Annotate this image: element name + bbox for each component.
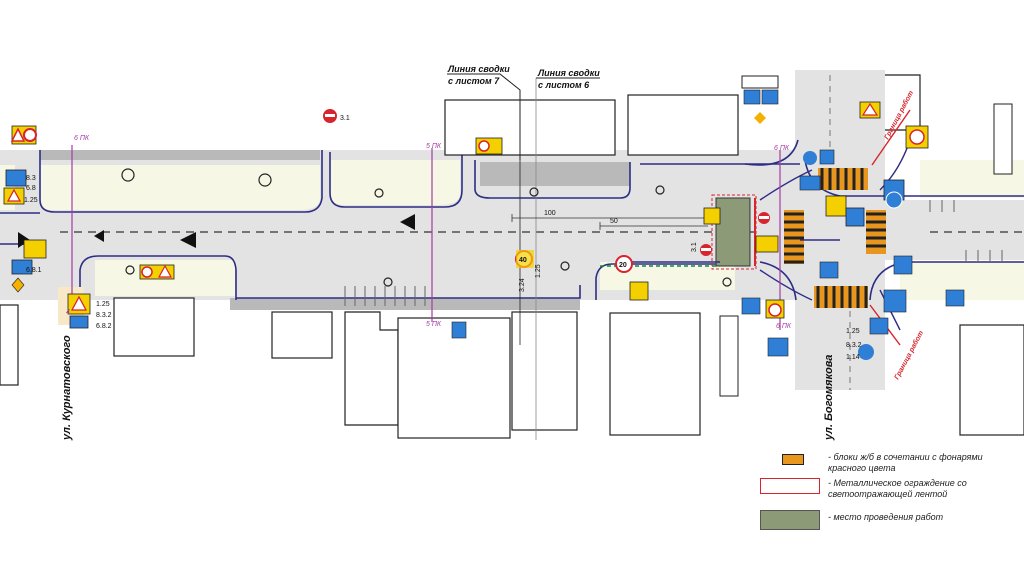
sign-group-bottom-mid — [451, 281, 649, 339]
legend-blocks-icon — [760, 452, 822, 466]
sign-label-832b: 8.3.2 — [846, 342, 862, 349]
building-4 — [271, 311, 333, 359]
sign-group-left-top — [10, 125, 37, 145]
sign-speed-20 — [615, 255, 633, 273]
legend-fence-icon — [760, 478, 822, 494]
sign-speed-40 — [515, 250, 534, 268]
sign-no-entry-top — [323, 109, 337, 123]
summary-label-7a: Линия сводки — [447, 64, 510, 74]
sign-label-31: 3.1 — [340, 115, 350, 122]
sidewalk-top-left — [40, 165, 320, 210]
crossing-east — [866, 210, 886, 254]
building-7 — [511, 311, 578, 431]
crossing-west — [784, 210, 804, 264]
legend-row-fence: - Металлическое ограждение со светоотраж… — [760, 478, 1018, 500]
building-5 — [344, 311, 399, 426]
sign-label-20: 20 — [619, 262, 627, 269]
summary-label-7b: с листом 7 — [448, 76, 500, 86]
curb-line-bottom-mid — [236, 285, 581, 299]
building-2 — [627, 94, 739, 156]
sign-group-left-low — [11, 239, 47, 293]
picket-label-3: 5 ПК — [426, 321, 442, 328]
curb-line-top-left — [39, 150, 323, 213]
sign-label-83: 8.3 — [26, 175, 36, 182]
work-boundary-label-south: Граница работ — [893, 329, 925, 381]
sign-group-south — [719, 261, 839, 397]
legend-work-icon — [760, 510, 822, 530]
building-3 — [113, 297, 195, 357]
curb-band-top — [40, 150, 320, 160]
sign-group-south-east — [858, 255, 965, 360]
parking-hatch-bottom — [344, 286, 426, 306]
sign-label-681: 6.8.1 — [26, 267, 42, 274]
building-11 — [885, 74, 921, 131]
picket-label-5: 6 ПК — [776, 323, 792, 330]
dimension-50 — [599, 222, 708, 230]
crossing-south — [814, 286, 868, 308]
dimension-label-50: 50 — [610, 218, 618, 225]
sign-label-324: 3.24 — [519, 278, 526, 292]
crossing-north — [818, 168, 868, 190]
sign-label-832: 8.3.2 — [96, 312, 112, 319]
curb-band-top-mid — [480, 162, 630, 186]
sign-label-125b: 1.25 — [96, 301, 110, 308]
picket-label-6: 4 — [66, 309, 70, 316]
legend-text-blocks: - блоки ж/б в сочетании с фонарями красн… — [828, 452, 983, 473]
sign-group-north-b — [859, 101, 929, 149]
sign-group-center-north — [799, 149, 835, 191]
building-10 — [959, 324, 1024, 436]
building-1 — [444, 99, 616, 156]
summary-line-7 — [447, 73, 521, 160]
sign-group-north-a — [741, 75, 779, 124]
curb-line-top-mid — [329, 152, 463, 208]
picket-label-1: 6 ПК — [74, 135, 90, 142]
sign-label-68: 6.8 — [26, 185, 36, 192]
pole-markers — [121, 168, 732, 287]
work-boundary-arrow-north — [871, 109, 911, 166]
curb-line-bottom-right — [595, 263, 740, 300]
curb-line-bottom-left — [79, 255, 237, 300]
sidewalk-bottom-right — [900, 262, 1024, 300]
legend-row-work: - место проведения работ — [760, 510, 1018, 530]
sign-label-31b: 3.1 — [691, 242, 698, 252]
sign-label-40: 40 — [519, 257, 527, 264]
legend-row-blocks: - блоки ж/б в сочетании с фонарями красн… — [760, 452, 1018, 474]
picket-label-2: 5 ПК — [426, 143, 442, 150]
curb-line-top-mid2 — [474, 160, 631, 199]
summary-label-6b: с листом 6 — [538, 80, 590, 90]
sign-group-bottom-left — [139, 264, 175, 280]
sign-label-114: 1.14 — [846, 354, 860, 361]
street-label-kurnatovskogo: ул. Курнатовского — [61, 335, 73, 441]
building-8 — [609, 312, 701, 436]
sign-label-125c: 1.25 — [535, 264, 542, 278]
work-zone — [715, 197, 751, 267]
legend-text-work: - место проведения работ — [828, 512, 944, 522]
legend-text-fence: - Металлическое ограждение со светоотраж… — [828, 478, 967, 499]
street-label-bogomyakova: ул. Богомякова — [823, 355, 835, 441]
curb-line-corner-sw — [759, 261, 797, 301]
picket-label-4: 6 ПК — [774, 145, 790, 152]
work-zone-barrier-2 — [711, 194, 757, 270]
sign-label-125d: 1.25 — [846, 328, 860, 335]
building-9 — [0, 304, 19, 386]
right-road — [880, 200, 1024, 260]
sign-group-east — [825, 103, 1013, 227]
sign-group-kurnatovskogo — [67, 293, 91, 329]
sign-label-682: 6.8.2 — [96, 323, 112, 330]
dimension-label-100: 100 — [544, 210, 556, 217]
sign-group-left-mid — [3, 169, 27, 205]
summary-label-6a: Линия сводки — [537, 68, 600, 78]
sign-label-125: 1.25 — [24, 197, 38, 204]
sign-group-work-zone-right — [755, 212, 779, 253]
sidewalk-top-mid — [330, 160, 460, 205]
parking-hatch-right — [929, 200, 1003, 262]
curb-line-corner-nw — [744, 139, 799, 166]
sign-group-work-zone-left — [700, 207, 721, 256]
sign-group-top-mid — [475, 137, 503, 155]
